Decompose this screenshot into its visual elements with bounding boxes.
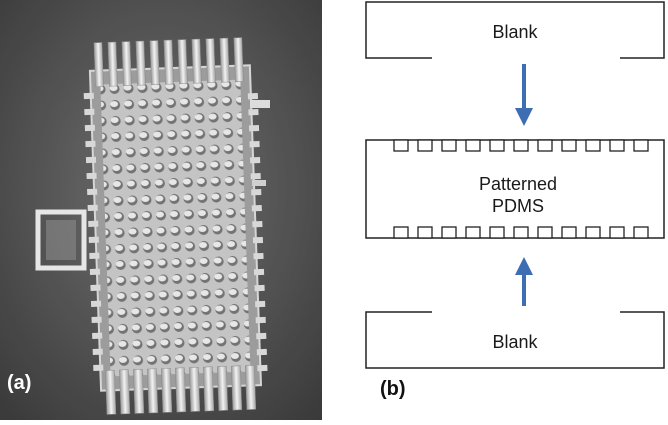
up-arrow (515, 257, 533, 306)
pdms-photo (0, 0, 322, 420)
channel-notch-bottom (465, 226, 481, 239)
channel-notch-top (465, 139, 481, 152)
channel-notch-bottom (393, 226, 409, 239)
panel-b-label: (b) (380, 378, 406, 400)
channel-notch-top (537, 139, 553, 152)
channel-notch-top (393, 139, 409, 152)
top-channel-pattern (393, 139, 649, 152)
bottom-blank-label: Blank (492, 332, 538, 352)
bottom-blank-block (365, 311, 665, 369)
channel-notch-bottom (417, 226, 433, 239)
channel-notch-top (441, 139, 457, 152)
pdms-label-line1: Patterned (479, 174, 557, 194)
channel-notch-top (513, 139, 529, 152)
channel-notch-top (561, 139, 577, 152)
channel-notch-bottom (633, 226, 649, 239)
channel-notch-top (417, 139, 433, 152)
top-blank-block (365, 1, 665, 59)
bonding-schematic: Blank Patterned PDMS Blank (352, 0, 668, 420)
channel-notch-top (489, 139, 505, 152)
patterned-pdms-block (365, 139, 665, 239)
channel-notch-bottom (561, 226, 577, 239)
bottom-channel-pattern (393, 226, 649, 239)
channel-notch-bottom (513, 226, 529, 239)
panel-a-label: (a) (7, 372, 32, 394)
channel-notch-bottom (585, 226, 601, 239)
channel-notch-bottom (537, 226, 553, 239)
channel-notch-top (609, 139, 625, 152)
down-arrow (515, 64, 533, 126)
top-blank-label: Blank (492, 22, 538, 42)
channel-notch-top (633, 139, 649, 152)
channel-notch-bottom (441, 226, 457, 239)
channel-notch-bottom (609, 226, 625, 239)
channel-notch-top (585, 139, 601, 152)
channel-notch-bottom (489, 226, 505, 239)
pdms-label-line2: PDMS (492, 196, 544, 216)
